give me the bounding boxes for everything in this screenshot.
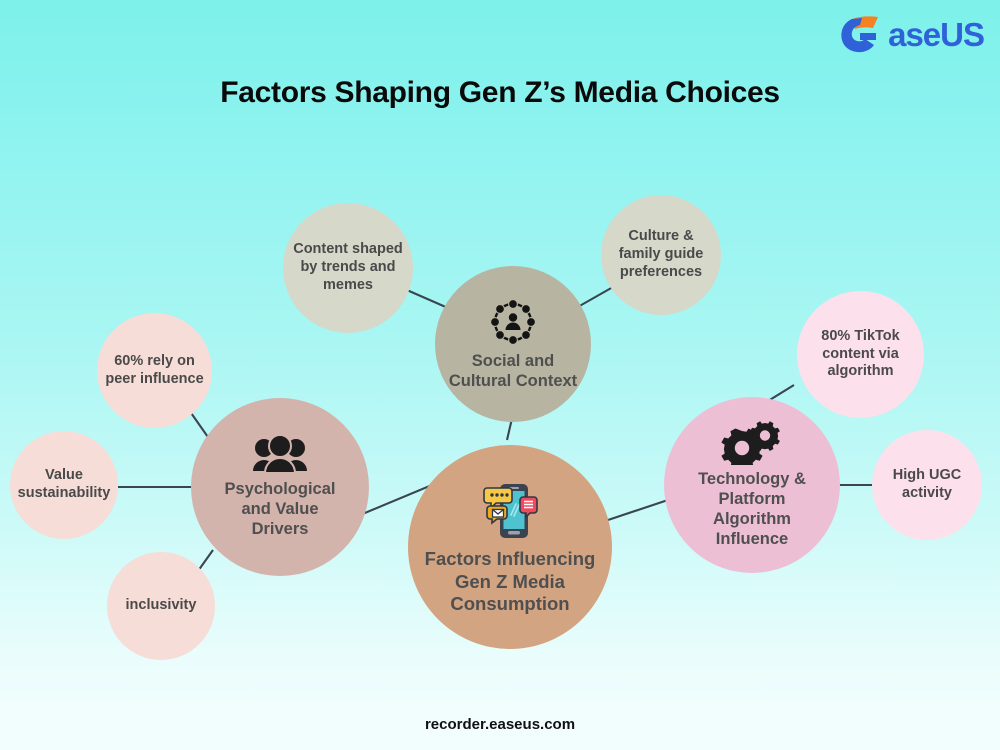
smartphone-notifications-icon [483,484,538,539]
gears-icon [721,420,780,465]
node-branch-social-cultural[interactable]: Social and Cultural Context [435,266,591,422]
node-leaf-inclusivity-label: inclusivity [125,597,197,614]
node-leaf-high-ugc[interactable]: High UGC activity [872,430,982,540]
node-branch-social-cultural-label: Social and Cultural Context [448,351,578,390]
node-branch-psychological[interactable]: Psychological and Value Drivers [191,398,369,576]
page-title: Factors Shaping Gen Z’s Media Choices [220,76,780,109]
node-leaf-peer-influence-label: 60% rely on peer influence [105,352,204,387]
node-leaf-trends-memes[interactable]: Content shaped by trends and memes [283,203,413,333]
node-leaf-tiktok-algorithm[interactable]: 80% TikTok content via algorithm [797,291,924,418]
node-branch-technology[interactable]: Technology & Platform Algorithm Influenc… [664,397,840,573]
node-center[interactable]: Factors Influencing Gen Z Media Consumpt… [408,445,612,649]
easeus-logo: aseUS [840,14,985,54]
node-center-label: Factors Influencing Gen Z Media Consumpt… [424,548,596,615]
node-leaf-value-sustainability[interactable]: Value sustainability [10,431,118,539]
edge-social-culture [575,286,614,309]
people-group-icon [253,434,307,474]
footer-bar: recorder.easeus.com [0,698,1000,750]
node-leaf-inclusivity[interactable]: inclusivity [107,552,215,660]
node-leaf-value-sustainability-label: Value sustainability [17,467,111,501]
node-leaf-culture-family-label: Culture & family guide preferences [618,228,704,280]
node-leaf-peer-influence[interactable]: 60% rely on peer influence [97,313,212,428]
node-branch-technology-label: Technology & Platform Algorithm Influenc… [698,469,806,549]
node-leaf-tiktok-algorithm-label: 80% TikTok content via algorithm [821,327,900,380]
node-leaf-high-ugc-label: High UGC activity [892,467,962,501]
node-leaf-culture-family[interactable]: Culture & family guide preferences [601,195,721,315]
community-network-icon [490,298,536,345]
node-leaf-trends-memes-label: Content shaped by trends and memes [293,241,403,293]
easeus-e-logo-icon [841,16,879,53]
footer-url: recorder.easeus.com [424,715,576,733]
edge-center-technology [607,499,669,521]
node-branch-psychological-label: Psychological and Value Drivers [224,479,336,539]
easeus-logo-text: aseUS [888,15,985,53]
